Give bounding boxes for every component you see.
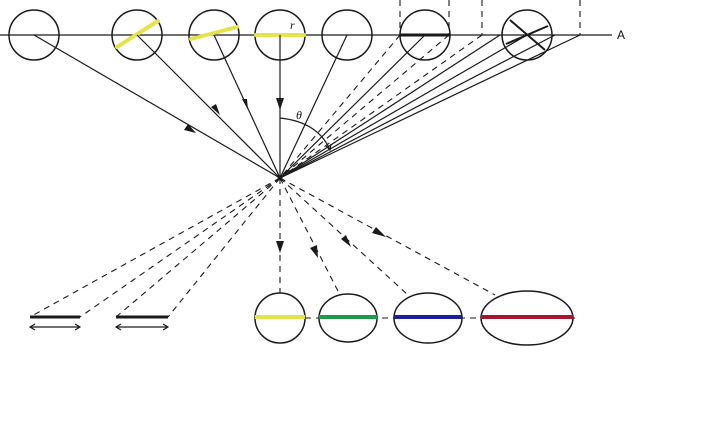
dashed-rays-down xyxy=(279,177,496,296)
disc-circle-1 xyxy=(8,9,60,61)
top-diameters xyxy=(115,19,451,49)
dashed-rays-left xyxy=(29,177,281,318)
solid-rays xyxy=(33,34,581,179)
diameter-tilted-1 xyxy=(115,19,160,49)
angle-arc xyxy=(279,117,331,151)
disc-circle-5 xyxy=(321,9,373,61)
radius-label: r xyxy=(290,18,295,32)
dashed-verticals xyxy=(399,0,581,35)
dashed-rays-top xyxy=(279,34,483,179)
axis-label: A xyxy=(617,28,625,42)
angle-label: θ xyxy=(296,108,302,122)
projected-segments xyxy=(28,315,170,331)
diameter-tilted-2 xyxy=(189,25,239,41)
disc-circle-3 xyxy=(188,9,240,61)
disc-circle-2 xyxy=(111,9,163,61)
ray-arrowheads xyxy=(184,98,284,133)
down-arrowheads xyxy=(276,227,386,258)
